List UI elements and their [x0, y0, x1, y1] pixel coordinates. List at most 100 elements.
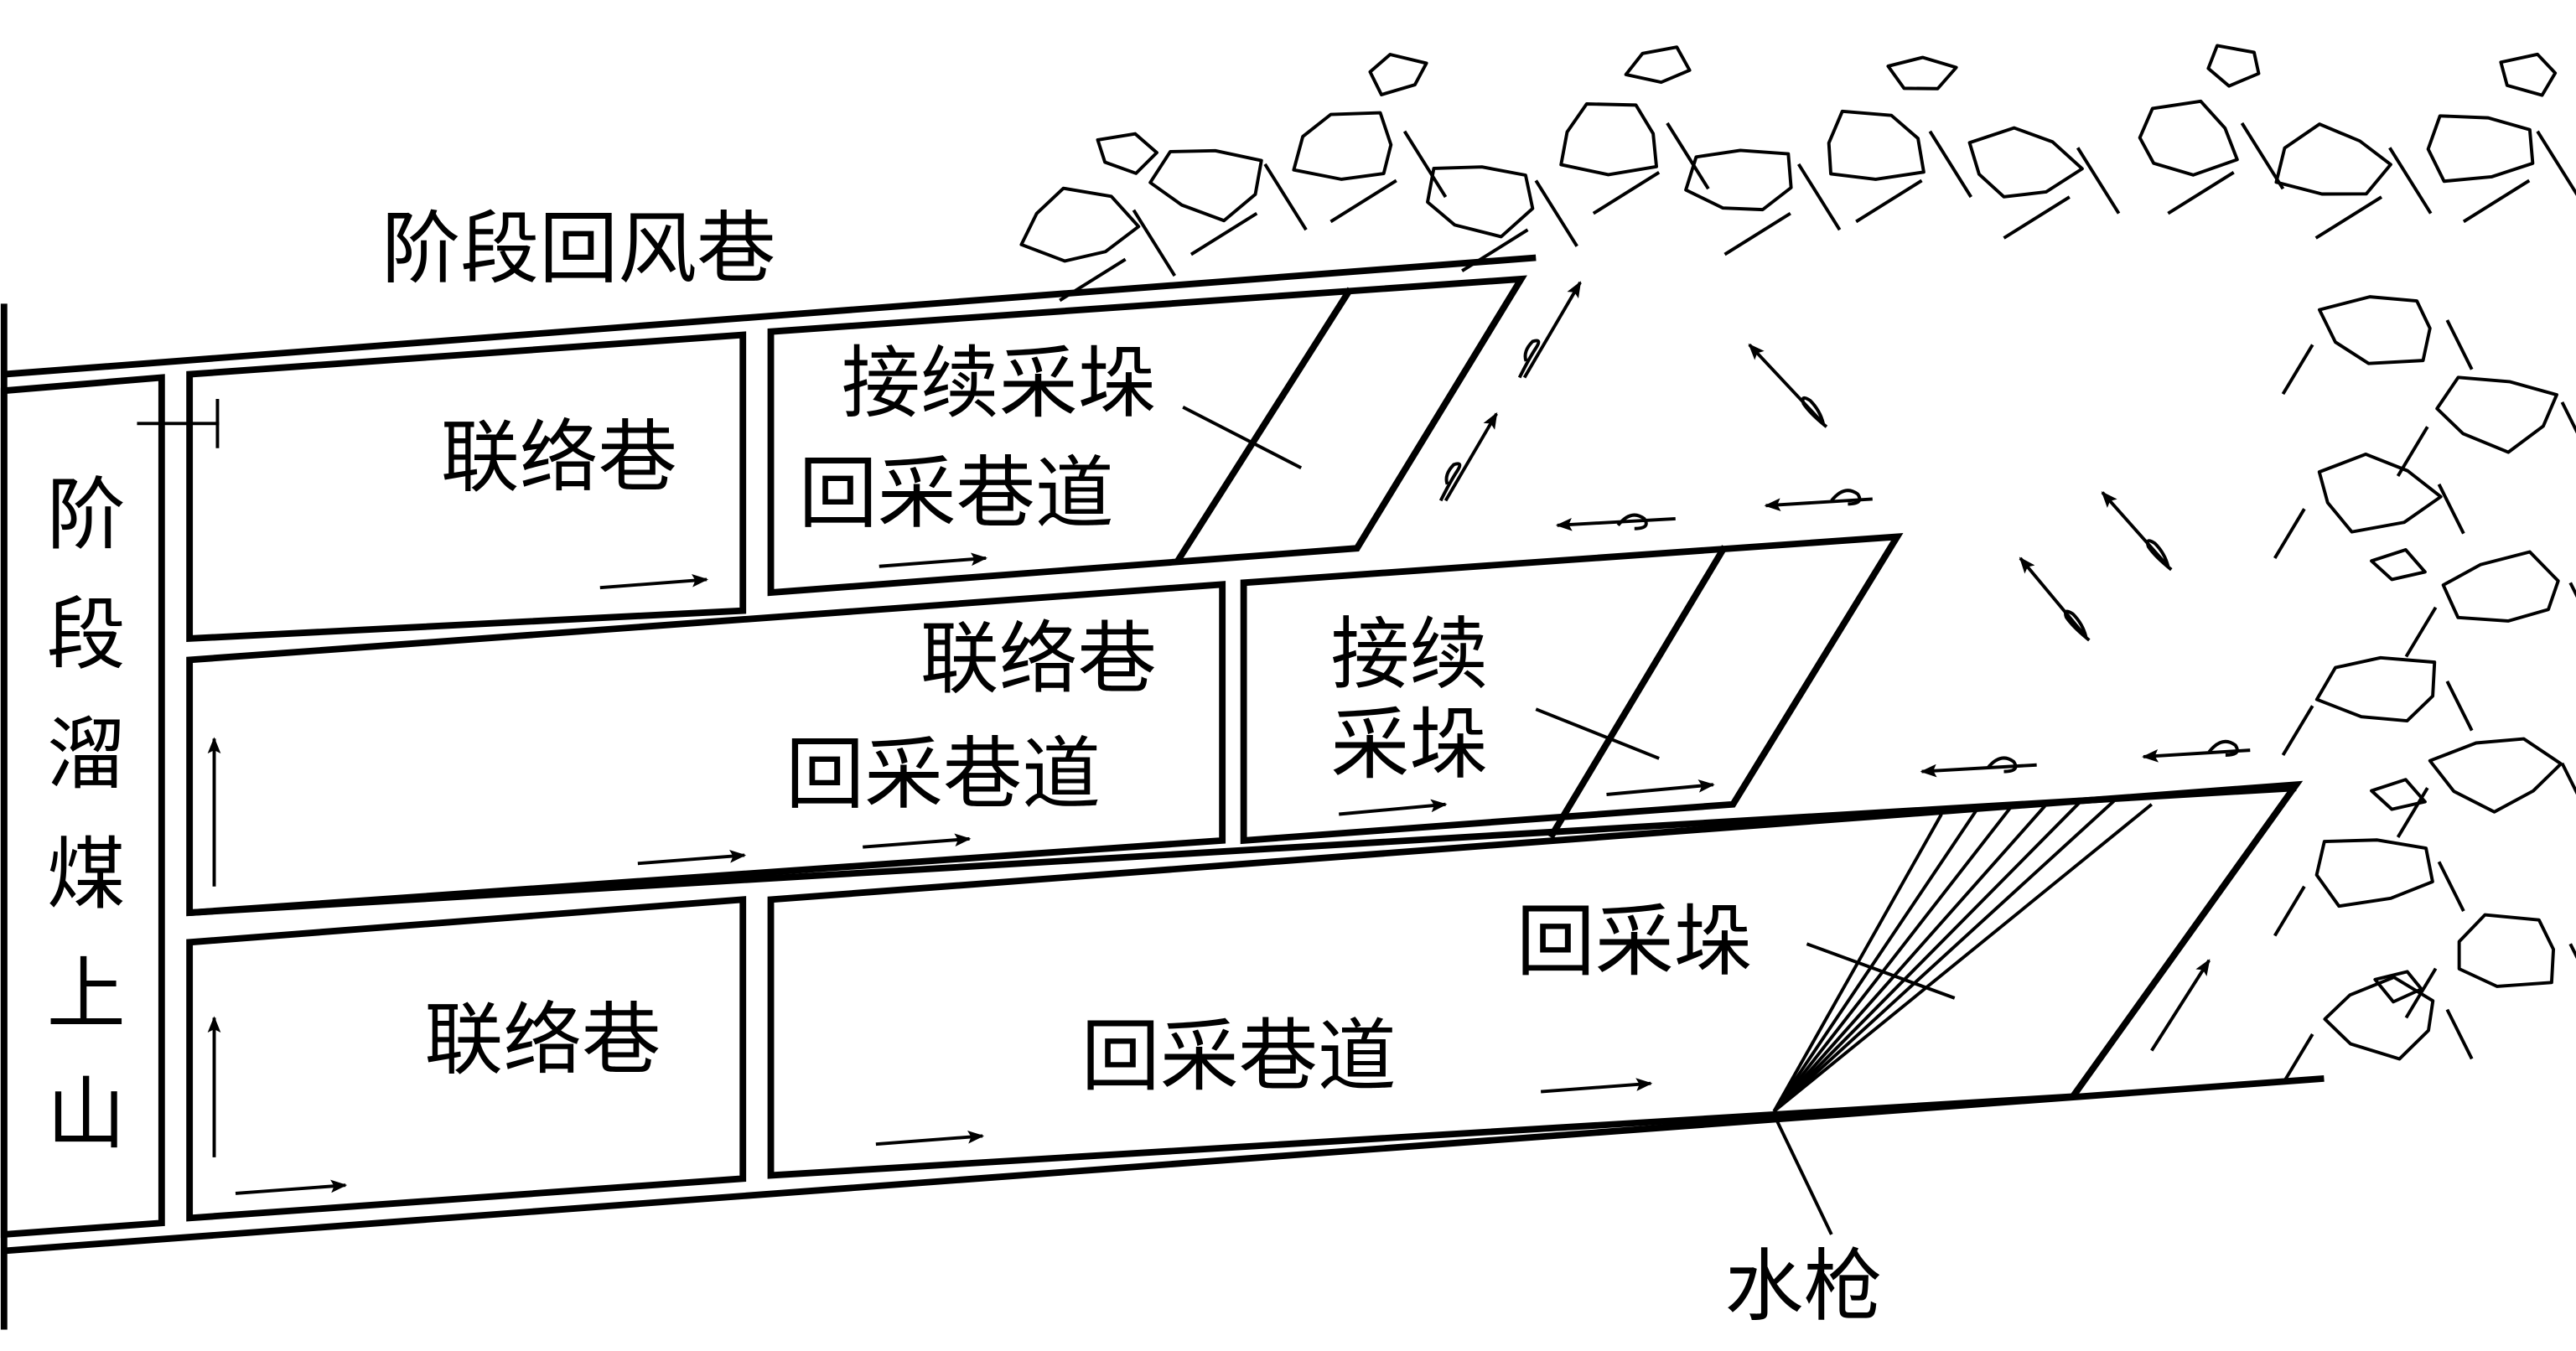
flow-arrow [637, 850, 747, 866]
wavy-arrow [2142, 739, 2251, 763]
rock-fragment [1292, 111, 1393, 181]
rock-fragment [2457, 913, 2556, 988]
rock-crack [2404, 606, 2438, 658]
wavy-arrow [2019, 556, 2091, 642]
rock-crack [1329, 179, 1397, 224]
rock-crack [1592, 171, 1661, 215]
rock-fragment [2138, 99, 2239, 177]
airflow-arrows [1438, 281, 2251, 778]
wavy-arrow [1764, 489, 1873, 512]
leader-water-gun [1772, 1114, 1833, 1235]
caved-rock-pattern [1019, 44, 2576, 1084]
label-mining-roadway-2: 回采巷道 [785, 729, 1101, 820]
flow-arrow [1606, 779, 1715, 796]
rock-crack [2076, 147, 2121, 215]
rock-fragment [1368, 53, 1428, 96]
rock-fragment [2274, 122, 2392, 196]
rock-fragment [1096, 132, 1158, 175]
wavy-arrow [1748, 343, 1828, 428]
flow-arrow [1540, 1078, 1653, 1094]
connecting-roadway-box-3 [186, 896, 747, 1222]
rock-crack [2003, 195, 2071, 240]
rock-crack [2560, 401, 2576, 434]
rock-fragment [2426, 114, 2535, 184]
label-mining-block: 回采垛 [1516, 897, 1753, 988]
flow-arrow [863, 833, 972, 849]
rock-fragment [2370, 548, 2427, 582]
rock-fragment [1967, 126, 2084, 199]
wavy-arrow [1920, 756, 2037, 778]
continuing-block-1-box [767, 275, 1527, 597]
label-continuing-block-1: 接续采垛 [842, 339, 1157, 430]
label-water-gun: 水枪 [1725, 1241, 1883, 1333]
rock-crack [2273, 885, 2306, 937]
rock-crack [1855, 179, 1923, 224]
rock-crack [2281, 1033, 2314, 1084]
mining-block-box [767, 780, 2304, 1179]
rock-crack [2536, 130, 2576, 196]
flow-arrow [875, 1130, 985, 1147]
leader-continuing-block-2 [1535, 707, 1660, 760]
flow-arrow-diag [2150, 959, 2211, 1052]
label-uphill-char: 山 [47, 1069, 126, 1160]
rock-crack [2445, 680, 2474, 732]
wavy-arrow [1517, 281, 1582, 379]
wavy-arrow [2101, 491, 2173, 572]
block-1-divider [1174, 287, 1354, 565]
wavy-arrow [1438, 412, 1498, 502]
rock-fragment [1886, 55, 1958, 91]
label-mining-roadway-1: 回采巷道 [799, 448, 1114, 540]
coal-chute-uphill-box [0, 374, 165, 1239]
rock-fragment [2499, 52, 2558, 97]
rock-fragment [2317, 295, 2432, 365]
rock-fragment [2314, 838, 2434, 908]
label-mining-roadway-3: 回采巷道 [1081, 1012, 1397, 1103]
rock-crack [1059, 257, 1127, 303]
label-uphill-char: 阶 [47, 469, 126, 561]
label-uphill-char: 溜 [47, 709, 126, 800]
leader-mining-block [1806, 942, 1956, 1000]
rock-crack [1402, 130, 1448, 199]
rock-fragment [1148, 148, 1263, 223]
block-2-divider [1547, 545, 1728, 839]
rock-crack [1534, 179, 1578, 247]
flow-arrow [599, 573, 709, 590]
rock-crack [2273, 508, 2306, 559]
label-continuing-block-2-line2: 采垛 [1330, 700, 1488, 791]
rock-fragment [2323, 976, 2435, 1061]
rock-crack [2396, 787, 2429, 838]
rock-fragment [1019, 186, 1141, 263]
ventilation-roadway-line [3, 254, 1537, 378]
rock-fragment [1559, 102, 1658, 177]
rock-fragment [2435, 375, 2558, 454]
rock-fragment [2206, 44, 2261, 88]
rock-crack [2437, 483, 2465, 535]
rock-crack [1666, 122, 1710, 190]
rock-fragment [2370, 778, 2427, 811]
leader-continuing-block-1 [1182, 406, 1303, 469]
connecting-roadway-box-1 [186, 331, 747, 643]
rock-fragment [2317, 453, 2443, 534]
rock-fragment [1624, 45, 1692, 85]
rock-crack [1723, 211, 1791, 256]
rock-crack [2568, 943, 2576, 960]
rock-crack [1263, 163, 1308, 231]
rock-fragment [1684, 148, 1793, 212]
flow-arrows [207, 552, 2211, 1195]
rock-crack [2462, 179, 2531, 224]
label-continuing-block-2-line1: 接续 [1330, 609, 1488, 701]
roadway-structure [0, 254, 2325, 1330]
rock-crack [1796, 163, 1842, 231]
label-ventilation-roadway: 阶段回风巷 [381, 204, 775, 295]
label-uphill-char: 段 [47, 589, 126, 681]
rock-fragment [2441, 550, 2560, 623]
rock-crack [2167, 171, 2235, 215]
rock-crack [2314, 195, 2383, 240]
mining-roadway-box-2 [186, 581, 1226, 917]
rock-fragment [2314, 655, 2437, 723]
label-connecting-roadway-3: 联络巷 [424, 995, 661, 1086]
rock-crack [1190, 211, 1258, 256]
rock-crack [1461, 228, 1529, 272]
